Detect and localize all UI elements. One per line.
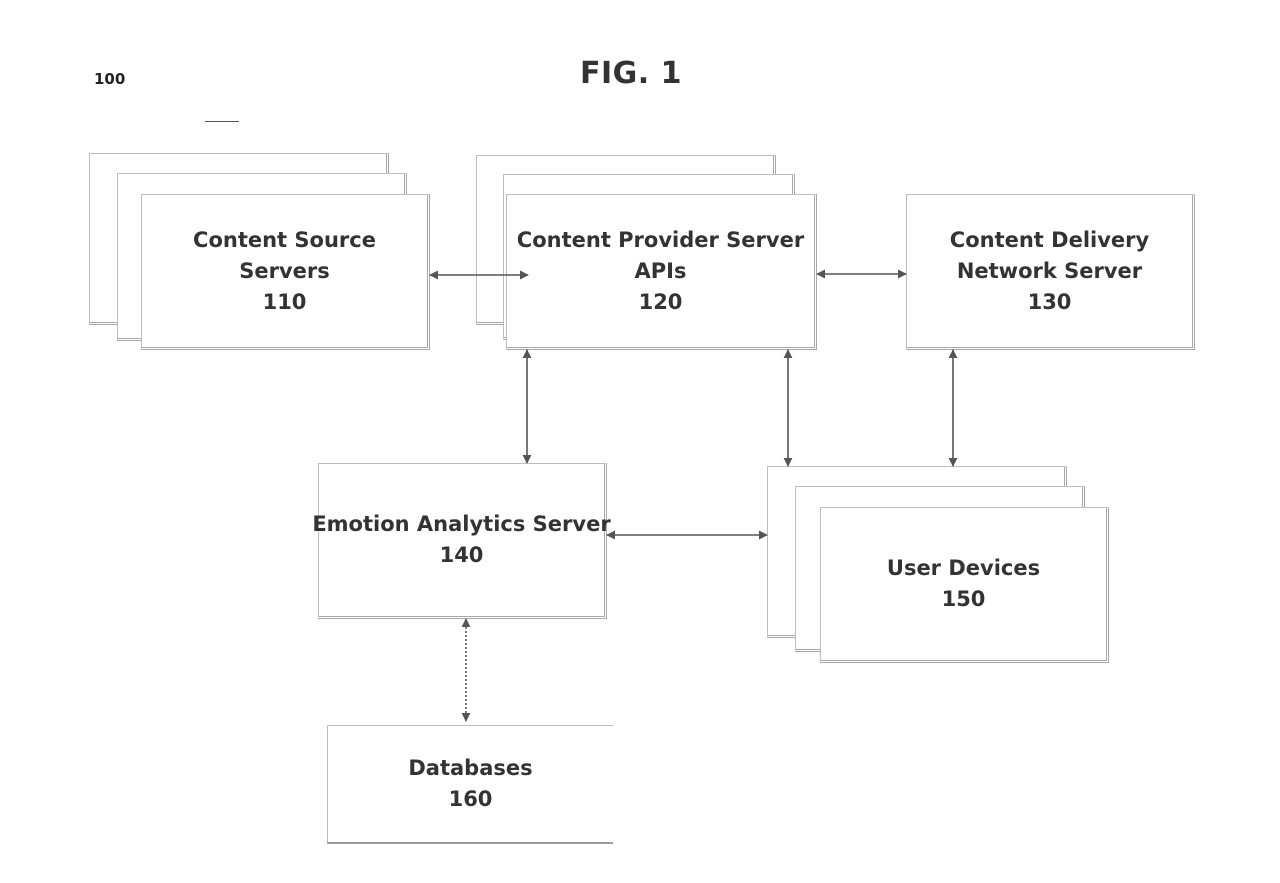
databases-label: Databases — [408, 756, 533, 780]
databases-number: 160 — [448, 787, 493, 811]
content-delivery-network-server-label-line1: Content Delivery — [949, 227, 1150, 252]
figure-title: FIG. 1 — [580, 56, 682, 91]
content-provider-apis-number: 120 — [638, 289, 683, 314]
content-provider-apis-box: Content Provider Server APIs 120 — [506, 194, 817, 350]
reference-leader-line — [205, 121, 239, 122]
emotion-analytics-server-label: Emotion Analytics Server — [312, 512, 611, 536]
emotion-analytics-server-box: Emotion Analytics Server 140 — [312, 463, 611, 619]
content-delivery-network-server-label-line2: Network Server — [956, 258, 1143, 283]
content-source-servers-number: 110 — [262, 289, 307, 314]
content-provider-apis-label-line2: APIs — [634, 258, 687, 283]
emotion-analytics-server-number: 140 — [439, 543, 484, 567]
content-delivery-network-server-box: Content Delivery Network Server 130 — [906, 194, 1195, 350]
user-devices-box: User Devices 150 — [820, 507, 1109, 663]
content-source-servers-label-line2: Servers — [239, 258, 330, 283]
user-devices-label: User Devices — [886, 556, 1041, 580]
user-devices-number: 150 — [941, 587, 986, 611]
databases-box: Databases 160 — [327, 725, 613, 844]
content-provider-apis-label-line1: Content Provider Server — [516, 227, 805, 252]
figure-reference-number: 100 — [94, 70, 126, 88]
content-source-servers-label-line1: Content Source — [193, 227, 376, 252]
content-source-servers-box: Content Source Servers 110 — [141, 194, 430, 350]
content-delivery-network-server-number: 130 — [1027, 289, 1072, 314]
